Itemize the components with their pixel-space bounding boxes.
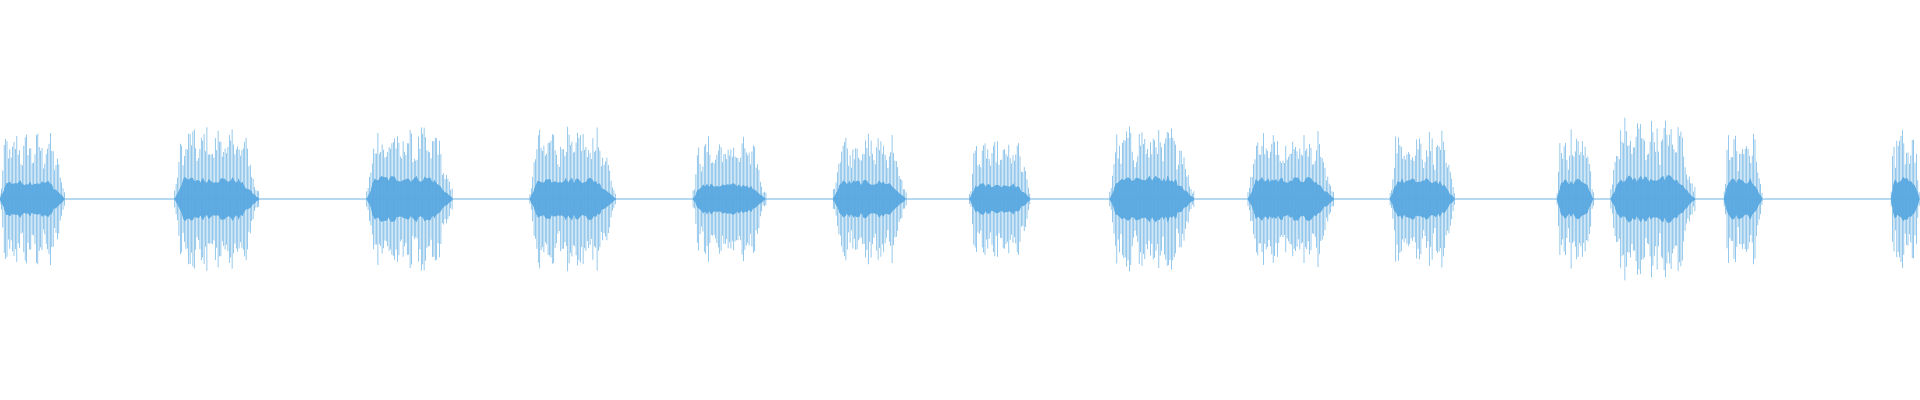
waveform-burst-core [1248, 176, 1334, 222]
waveform-burst [1556, 129, 1594, 269]
waveform-burst [969, 141, 1031, 257]
waveform-burst-core [1390, 178, 1455, 220]
waveform-burst [529, 126, 616, 272]
waveform-burst [1247, 131, 1334, 267]
waveform-burst-core [1557, 178, 1594, 220]
waveform-burst [832, 133, 907, 265]
waveform-burst [1610, 117, 1696, 281]
waveform-burst-core [1724, 178, 1763, 220]
waveform-burst-core [529, 177, 616, 221]
waveform-burst [1389, 130, 1455, 268]
waveform-segments [0, 117, 1920, 281]
waveform-burst-core [1891, 177, 1920, 221]
waveform-burst-core [366, 175, 453, 223]
waveform-burst-core [693, 183, 766, 215]
waveform-burst [366, 127, 453, 271]
waveform-burst-core [174, 176, 259, 222]
waveform-burst-core [969, 183, 1030, 215]
waveform-burst [0, 133, 65, 265]
waveform-burst [1109, 126, 1195, 272]
waveform-burst-core [0, 180, 64, 218]
waveform-burst [1723, 133, 1763, 265]
waveform-burst-core [833, 179, 906, 219]
waveform-burst-core [1610, 175, 1695, 223]
waveform-burst-core [1109, 175, 1194, 223]
waveform-burst [1890, 130, 1920, 268]
waveform-burst [174, 127, 260, 271]
waveform-burst [692, 136, 767, 262]
